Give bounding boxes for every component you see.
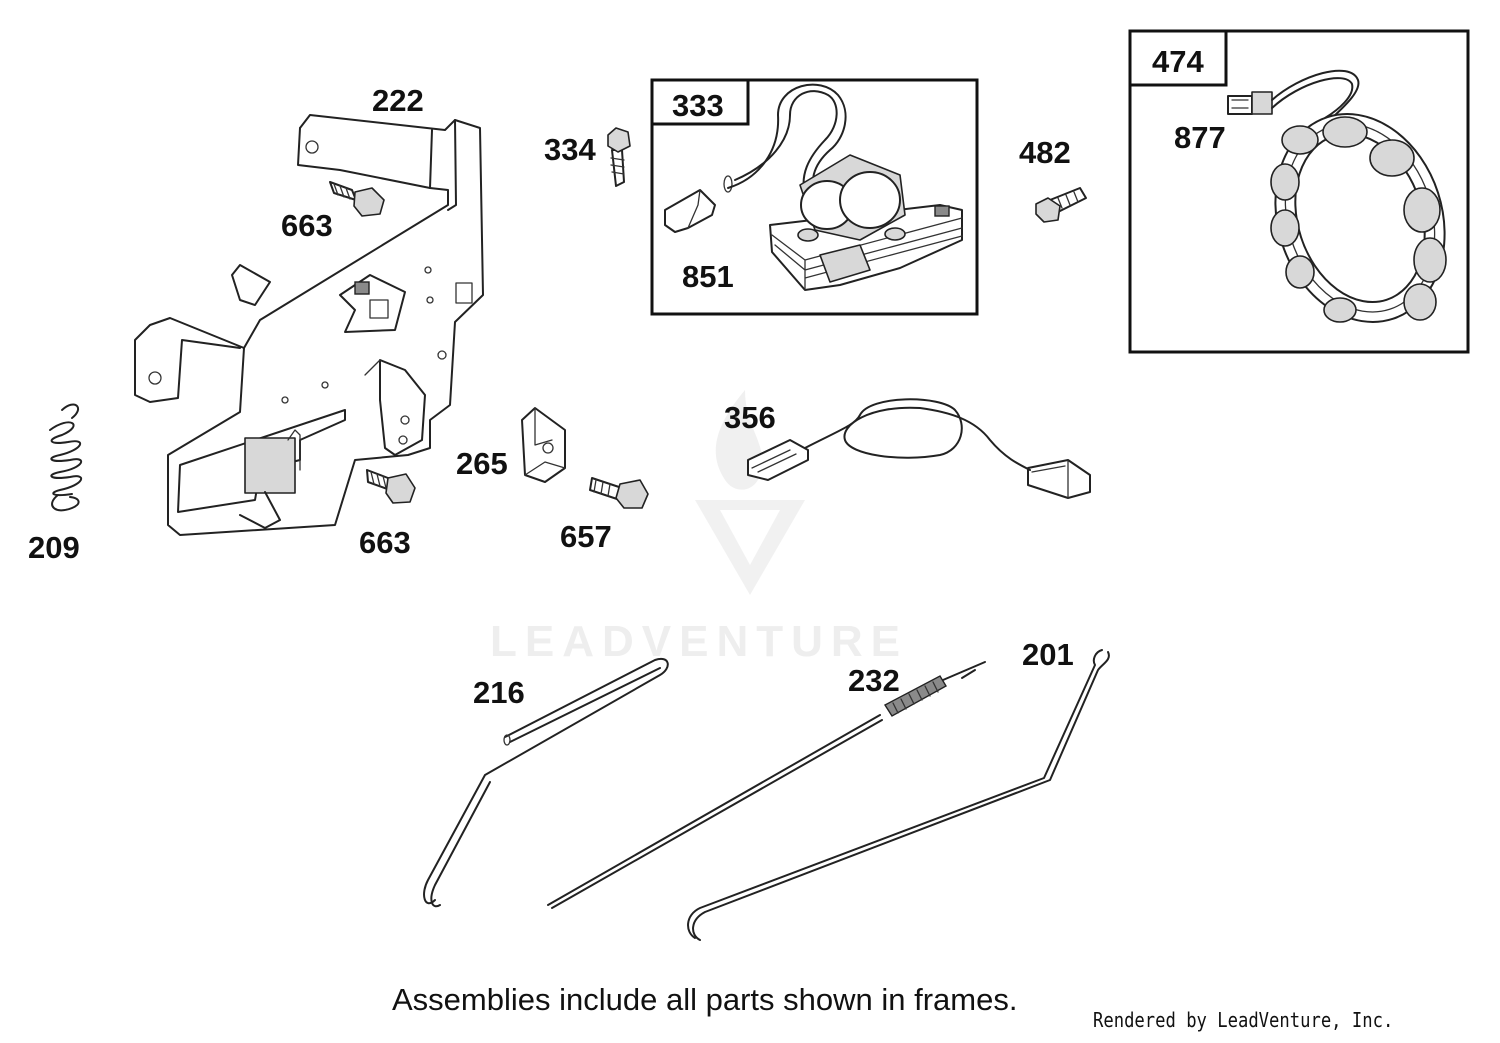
callout-209: 209 [28,530,80,565]
part-334-screw [607,127,631,187]
part-216-rod [423,657,669,908]
callout-482: 482 [1019,135,1071,170]
frame-474-border [1128,29,1470,354]
callout-216: 216 [473,675,525,710]
part-474-stator-ring [1270,69,1447,323]
frame-474-assembly [1128,29,1470,354]
callout-232: 232 [848,663,900,698]
callout-663-lower: 663 [359,525,411,560]
frame-333-assembly [650,78,979,316]
part-851-spark-plug-boot [664,175,733,233]
callouts: 222 663 209 663 265 657 334 333 851 482 … [28,44,1226,710]
part-356-wire-harness [747,398,1091,499]
callout-851: 851 [682,259,734,294]
part-222-control-bracket [134,114,484,536]
callout-663-upper: 663 [281,208,333,243]
callout-265: 265 [456,446,508,481]
callout-222: 222 [372,83,424,118]
frame-333-label-box [650,78,750,126]
part-333-armature [727,83,963,291]
part-209-spring [49,403,83,512]
callout-201: 201 [1022,637,1074,672]
part-265-clip [521,407,566,483]
callout-657: 657 [560,519,612,554]
callout-356: 356 [724,400,776,435]
part-663-screw-upper [329,181,385,217]
frame-333-border [650,78,979,316]
part-201-rod [687,649,1110,941]
watermark-text: LEADVENTURE [490,617,908,666]
callout-877: 877 [1174,120,1226,155]
part-877-connector [1227,91,1273,115]
callout-474: 474 [1152,44,1204,79]
rendered-by-credit: Rendered by LeadVenture, Inc. [1093,1008,1394,1032]
assemblies-note: Assemblies include all parts shown in fr… [392,982,1018,1017]
part-663-screw-lower [366,469,416,504]
part-232-spring-link [547,661,986,909]
part-657-screw [589,477,649,509]
callout-333: 333 [672,88,724,123]
part-482-screw [1035,187,1087,223]
callout-334: 334 [544,132,596,167]
frame-474-label-box [1128,29,1228,87]
